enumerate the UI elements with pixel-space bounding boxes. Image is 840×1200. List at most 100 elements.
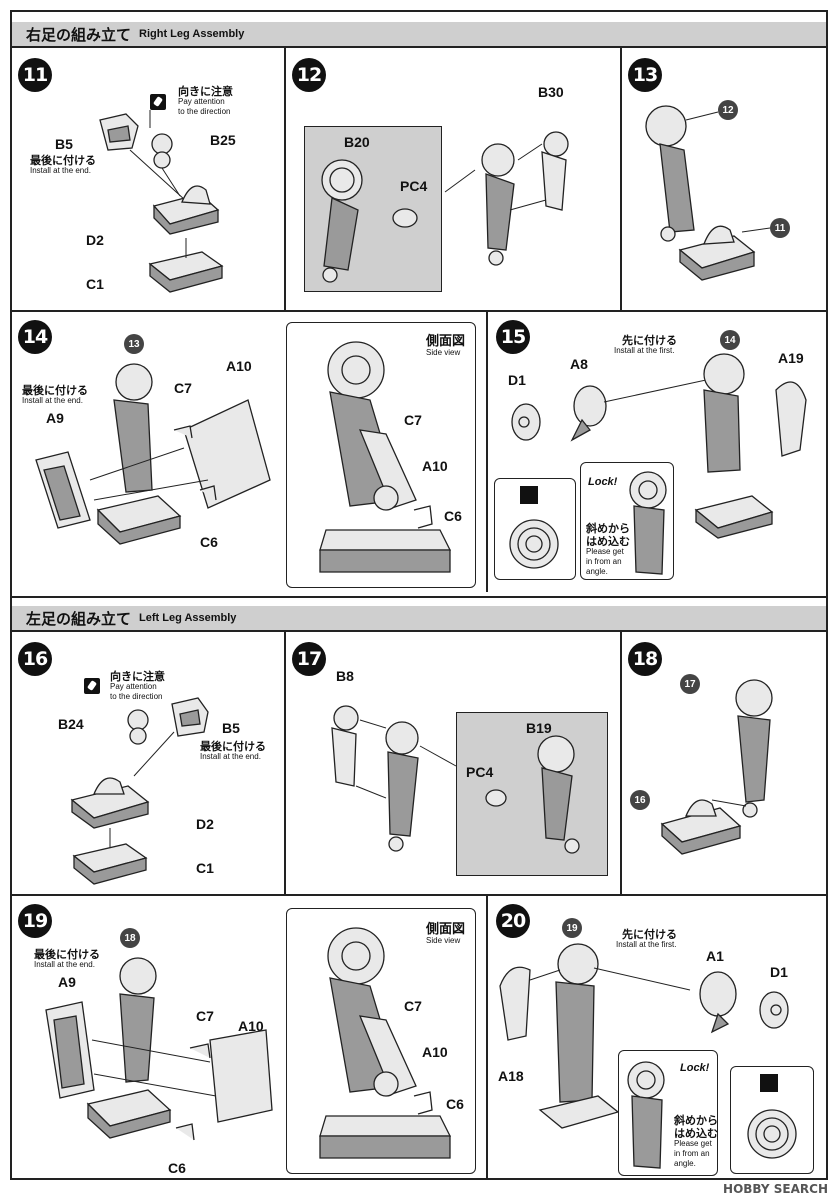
step-number-17: 17: [292, 642, 326, 676]
part-label-c6: C6: [444, 508, 462, 524]
side-view-jp: 側面図: [426, 921, 466, 936]
part-label-d2: D2: [86, 232, 104, 248]
part-label-c1: C1: [196, 860, 214, 876]
paint-brush-icon: [84, 678, 100, 694]
tool-icon: [760, 1074, 778, 1092]
part-label-b24: B24: [58, 716, 84, 732]
note-direction-en: Pay attention: [110, 682, 157, 691]
step-ref-13: 13: [124, 334, 144, 354]
step-20-illustration: [499, 943, 789, 1129]
part-label-b5: B5: [55, 136, 73, 152]
watermark: HOBBY SEARCH: [723, 1182, 828, 1196]
part-label-a10: A10: [422, 458, 448, 474]
lock-detail-illustration: [627, 1061, 665, 1169]
step-15-illustration: [511, 353, 807, 539]
note-angle-jp: はめ込む: [674, 1128, 718, 1140]
part-label-b8: B8: [336, 668, 354, 684]
step-number-20: 20: [496, 904, 530, 938]
section-header-right: 右足の組み立て Right Leg Assembly: [12, 22, 826, 48]
note-direction-en: to the direction: [110, 692, 163, 701]
part-label-a9: A9: [46, 410, 64, 426]
note-angle-jp: 斜めから: [586, 523, 630, 535]
part-label-c6: C6: [168, 1160, 186, 1176]
note-direction-jp: 向きに注意: [178, 86, 233, 98]
section-title-jp: 左足の組み立て: [26, 610, 132, 628]
side-view-en: Side view: [426, 936, 461, 945]
part-label-a10: A10: [238, 1018, 264, 1034]
step-number-18: 18: [628, 642, 662, 676]
section-title-en: Right Leg Assembly: [139, 28, 245, 40]
divider: [12, 310, 826, 312]
note-direction-en: Pay attention: [178, 97, 225, 106]
note-angle-en: Please get: [674, 1139, 712, 1148]
step-ref-12: 12: [718, 100, 738, 120]
note-angle-jp: 斜めから: [674, 1115, 718, 1127]
note-install-end-jp: 最後に付ける: [30, 155, 96, 167]
note-angle-en: in from an: [586, 557, 622, 566]
part-label-a19: A19: [778, 350, 804, 366]
note-install-end-jp: 最後に付ける: [200, 741, 266, 753]
note-direction-jp: 向きに注意: [110, 671, 165, 683]
part-label-d2: D2: [196, 816, 214, 832]
divider: [284, 632, 286, 894]
part-label-c1: C1: [86, 276, 104, 292]
part-label-c7: C7: [174, 380, 192, 396]
note-angle-en: in from an: [674, 1149, 710, 1158]
note-install-end-en: Install at the end.: [30, 166, 91, 175]
step-number-12: 12: [292, 58, 326, 92]
note-angle-en: angle.: [674, 1159, 696, 1168]
note-angle-jp: はめ込む: [586, 536, 630, 548]
part-label-b19: B19: [526, 720, 552, 736]
divider: [12, 596, 826, 598]
divider: [486, 312, 488, 592]
detail-inset: [456, 712, 608, 876]
note-install-first-en: Install at the first.: [614, 346, 675, 355]
divider: [284, 48, 286, 310]
note-angle-en: angle.: [586, 567, 608, 576]
paint-brush-icon: [150, 94, 166, 110]
divider: [12, 894, 826, 896]
note-install-first-jp: 先に付ける: [622, 929, 677, 941]
part-label-a10: A10: [422, 1044, 448, 1060]
step-number-16: 16: [18, 642, 52, 676]
note-install-end-en: Install at the end.: [34, 960, 95, 969]
step-number-19: 19: [18, 904, 52, 938]
divider: [620, 632, 622, 894]
part-label-b5: B5: [222, 720, 240, 736]
part-label-c6: C6: [446, 1096, 464, 1112]
side-view-en: Side view: [426, 348, 461, 357]
note-lock: Lock!: [680, 1062, 710, 1074]
note-install-first-jp: 先に付ける: [622, 335, 677, 347]
step-14-illustration: [35, 363, 271, 545]
step-number-14: 14: [18, 320, 52, 354]
connector-detail-illustration: [747, 1109, 797, 1159]
part-label-b30: B30: [538, 84, 564, 100]
part-label-a1: A1: [706, 948, 724, 964]
divider: [620, 48, 622, 310]
step-ref-17: 17: [680, 674, 700, 694]
part-label-a8: A8: [570, 356, 588, 372]
section-header-left: 左足の組み立て Left Leg Assembly: [12, 606, 826, 632]
part-label-a10: A10: [226, 358, 252, 374]
section-title-en: Left Leg Assembly: [139, 612, 237, 624]
step-13-illustration: [645, 105, 771, 281]
section-title-jp: 右足の組み立て: [26, 26, 132, 44]
side-view-jp: 側面図: [426, 333, 466, 348]
page-frame: [10, 10, 828, 1180]
note-angle-en: Please get: [586, 547, 624, 556]
part-label-b25: B25: [210, 132, 236, 148]
note-install-end-en: Install at the end.: [22, 396, 83, 405]
step-ref-18: 18: [120, 928, 140, 948]
note-direction-en: to the direction: [178, 107, 231, 116]
note-install-end-en: Install at the end.: [200, 752, 261, 761]
tool-icon: [520, 486, 538, 504]
step-16-illustration: [70, 697, 209, 885]
part-label-a9: A9: [58, 974, 76, 990]
part-label-pc4: PC4: [466, 764, 494, 780]
step-number-11: 11: [18, 58, 52, 92]
divider: [486, 896, 488, 1178]
part-label-c7: C7: [404, 998, 422, 1014]
side-view-illustration: [319, 927, 452, 1159]
part-label-d1: D1: [508, 372, 526, 388]
side-view-illustration: [319, 341, 452, 573]
